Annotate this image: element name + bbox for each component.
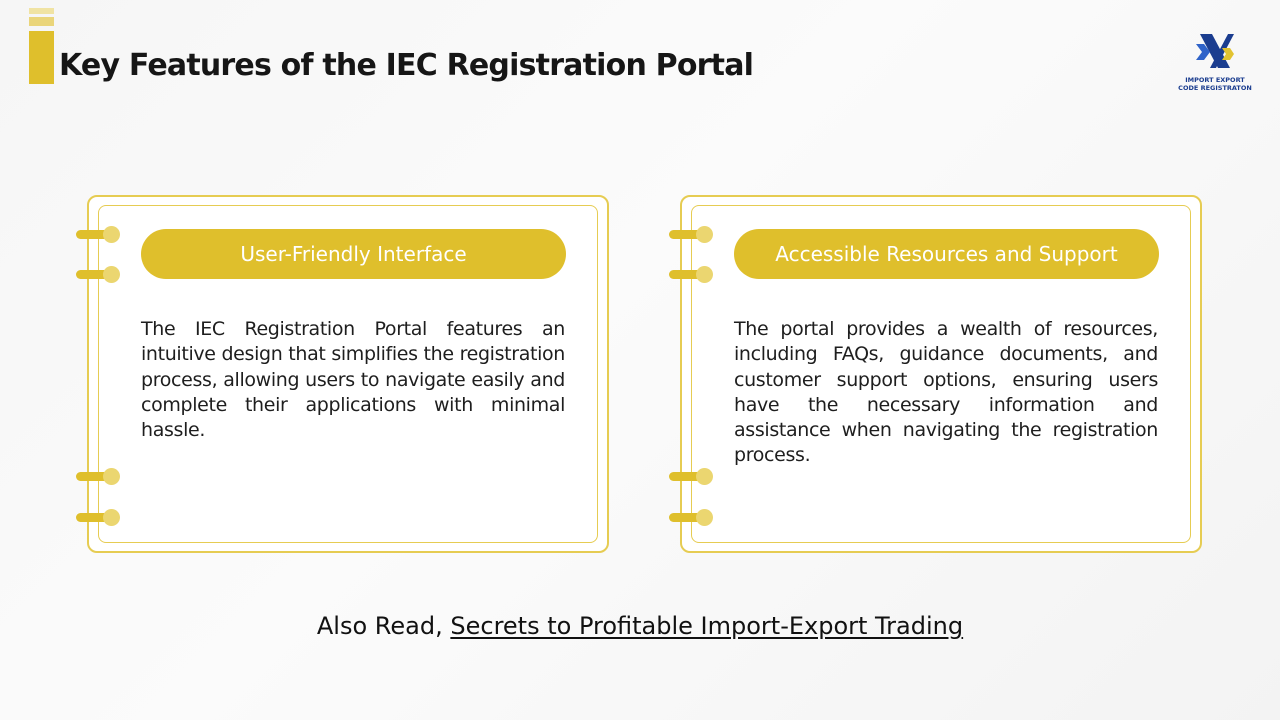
binder-ring bbox=[669, 266, 713, 283]
binder-ring bbox=[76, 509, 120, 526]
card-inner-border bbox=[98, 205, 598, 543]
logo-text-line: CODE REGISTRATON bbox=[1178, 84, 1252, 92]
title-accent-bar bbox=[29, 31, 54, 84]
logo-text-line: IMPORT EXPORT bbox=[1185, 76, 1245, 84]
title-accent-bar bbox=[29, 17, 54, 26]
binder-ring bbox=[76, 226, 120, 243]
page-title: Key Features of the IEC Registration Por… bbox=[59, 48, 754, 83]
binder-ring bbox=[76, 266, 120, 283]
binder-ring bbox=[669, 226, 713, 243]
logo-mark-icon bbox=[1196, 34, 1234, 68]
brand-logo: IMPORT EXPORT CODE REGISTRATON bbox=[1176, 30, 1254, 94]
card-heading: Accessible Resources and Support bbox=[734, 229, 1159, 279]
title-accent-bar bbox=[29, 8, 54, 14]
binder-ring bbox=[669, 468, 713, 485]
binder-ring bbox=[76, 468, 120, 485]
also-read-prefix: Also Read, bbox=[316, 612, 443, 640]
logo-text: IMPORT EXPORT CODE REGISTRATON bbox=[1176, 76, 1254, 92]
card-description: The IEC Registration Portal features an … bbox=[141, 318, 565, 442]
feature-card-resources-support: Accessible Resources and Support The por… bbox=[669, 195, 1202, 553]
also-read-line: Also Read, Secrets to Profitable Import-… bbox=[0, 612, 1280, 640]
binder-ring bbox=[669, 509, 713, 526]
card-heading: User-Friendly Interface bbox=[141, 229, 566, 279]
feature-card-user-friendly: User-Friendly Interface The IEC Registra… bbox=[76, 195, 609, 553]
card-description: The portal provides a wealth of resource… bbox=[734, 318, 1158, 467]
card-inner-border bbox=[691, 205, 1191, 543]
also-read-link[interactable]: Secrets to Profitable Import-Export Trad… bbox=[450, 612, 964, 640]
